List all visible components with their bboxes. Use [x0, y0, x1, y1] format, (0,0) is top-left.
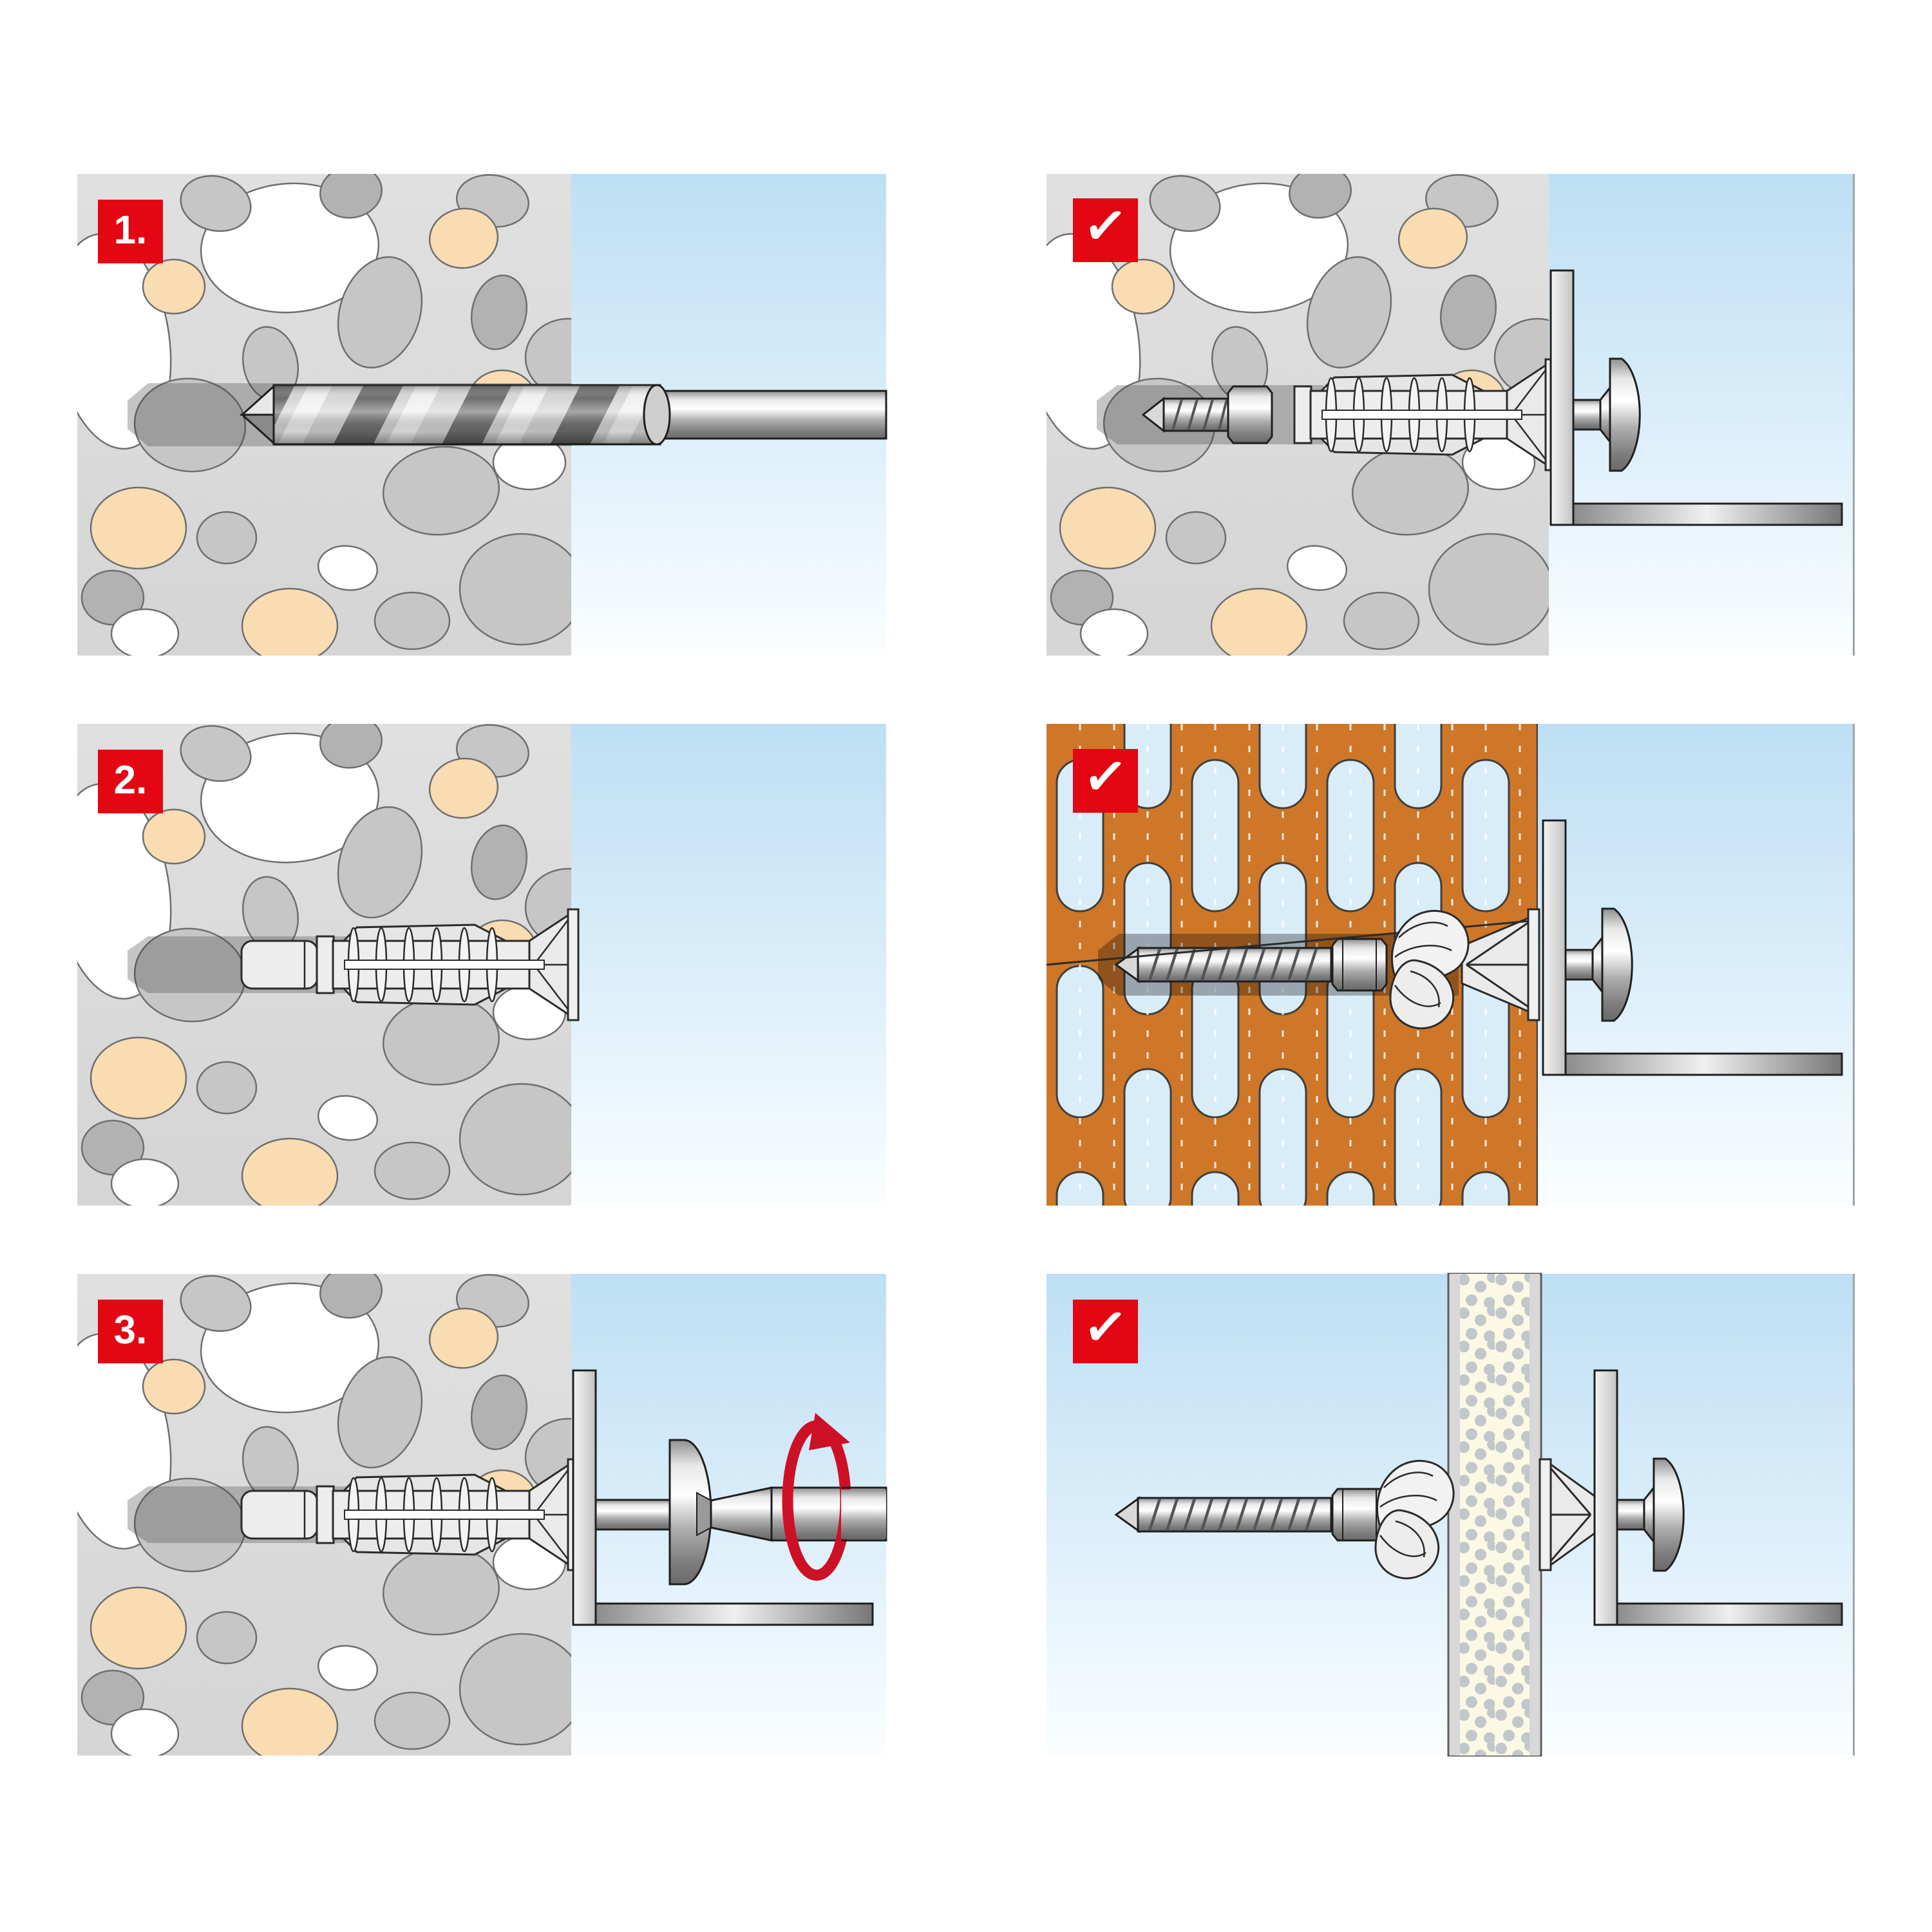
l-bracket	[1549, 269, 1843, 526]
step-number-badge: 3.	[98, 1300, 163, 1363]
pan-head-screw	[1564, 907, 1633, 1022]
panel-step-1	[77, 174, 887, 656]
panel-edge-line	[1853, 1274, 1855, 1756]
drill-shaft	[656, 390, 887, 440]
checkmark-badge: ✓	[1073, 745, 1138, 813]
l-bracket	[1593, 1369, 1843, 1626]
panel-result-hollow-board	[1046, 1273, 1855, 1757]
step-number-badge: 2.	[98, 750, 163, 813]
l-bracket	[1542, 819, 1843, 1076]
pan-head-screw	[1572, 357, 1641, 472]
anchor-flare	[1539, 1458, 1596, 1571]
sky-background	[571, 724, 886, 1206]
pan-head-screw	[1616, 1457, 1685, 1572]
rotation-arrow-icon	[782, 1413, 886, 1581]
checkmark-icon: ✓	[1080, 745, 1131, 808]
l-bracket	[572, 1369, 874, 1626]
checkmark-icon: ✓	[1080, 194, 1131, 258]
panel-edge-line	[1853, 174, 1855, 656]
step-number-label: 2.	[113, 757, 147, 802]
checkmark-icon: ✓	[1080, 1296, 1131, 1359]
checkmark-badge: ✓	[1073, 1296, 1138, 1363]
step-number-badge: 1.	[98, 200, 163, 263]
checkmark-badge: ✓	[1073, 194, 1138, 262]
panel-step-2	[77, 724, 886, 1206]
panel-step-3	[77, 1274, 887, 1756]
step-number-label: 1.	[113, 207, 147, 252]
chipboard-panel	[1447, 1273, 1542, 1757]
screw-being-driven	[594, 1439, 712, 1586]
step-number-label: 3.	[113, 1307, 147, 1352]
panel-result-perforated-brick	[1046, 724, 1855, 1206]
phillips-tip	[696, 1492, 712, 1537]
drill-bit	[240, 384, 887, 446]
panel-edge-line	[1853, 724, 1855, 1206]
panel-result-solid-wall	[1046, 174, 1855, 656]
